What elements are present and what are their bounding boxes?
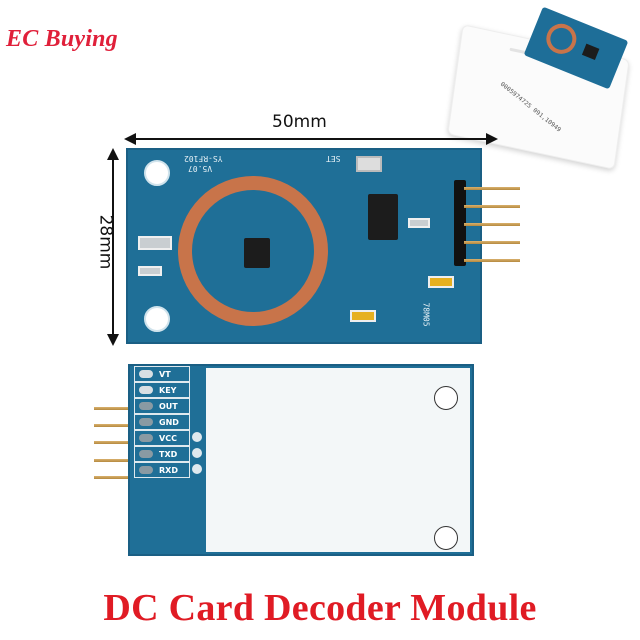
smd-component — [138, 266, 162, 276]
height-dimension-arrow — [112, 152, 114, 340]
pin-label-gnd: GND — [134, 414, 190, 430]
tantalum-capacitor — [350, 310, 376, 322]
arrow-up-icon — [107, 148, 119, 160]
back-header-pin — [94, 476, 130, 479]
mount-hole-bottom — [144, 306, 170, 332]
width-dimension-label: 50mm — [272, 112, 327, 132]
width-dimension-arrow — [126, 138, 494, 140]
regulator-silkscreen: 78M05 — [421, 302, 431, 327]
back-header-pin — [94, 407, 130, 410]
header-pin — [464, 205, 520, 208]
mini-chip — [581, 43, 600, 60]
set-button — [356, 156, 382, 172]
version-silkscreen: V5.07 — [188, 164, 213, 173]
pin-header-housing — [454, 180, 466, 266]
arrow-right-icon — [486, 133, 498, 145]
brand-logo: EC Buying — [6, 26, 118, 52]
mcu-chip — [368, 194, 398, 240]
pin-label-column: VT KEY OUT GND VCC TXD RXD — [134, 366, 190, 478]
smd-component — [408, 218, 430, 228]
pin-label-out: OUT — [134, 398, 190, 414]
test-pad — [192, 432, 202, 442]
back-header-pin — [94, 441, 130, 444]
header-pin — [464, 187, 520, 190]
height-dimension-label: 28mm — [95, 214, 116, 270]
pin-label-vcc: VCC — [134, 430, 190, 446]
card-number: 0005974725 091,10949 — [498, 80, 563, 134]
mount-hole-top — [144, 160, 170, 186]
pin-label-vt: VT — [134, 366, 190, 382]
header-pin — [464, 259, 520, 262]
set-silkscreen: SET — [326, 154, 341, 163]
model-silkscreen: YS-RF102 — [184, 154, 223, 163]
arrow-down-icon — [107, 334, 119, 346]
arrow-left-icon — [124, 133, 136, 145]
front-pcb-board: YS-RF102 V5.07 SET 78M05 — [126, 148, 482, 344]
pin-label-rxd: RXD — [134, 462, 190, 478]
back-ground-plane — [206, 368, 470, 552]
header-pin — [464, 223, 520, 226]
test-pad — [192, 448, 202, 458]
tantalum-capacitor — [428, 276, 454, 288]
back-mount-hole — [434, 386, 458, 410]
test-pad — [192, 464, 202, 474]
header-pin — [464, 241, 520, 244]
back-mount-hole — [434, 526, 458, 550]
pin-label-txd: TXD — [134, 446, 190, 462]
pin-label-key: KEY — [134, 382, 190, 398]
back-header-pin — [94, 424, 130, 427]
back-pcb-board: VT KEY OUT GND VCC TXD RXD — [128, 364, 474, 556]
product-title: DC Card Decoder Module — [103, 587, 537, 629]
decoder-chip — [244, 238, 270, 268]
back-header-pin — [94, 459, 130, 462]
smd-component — [138, 236, 172, 250]
mini-coil — [541, 19, 581, 59]
